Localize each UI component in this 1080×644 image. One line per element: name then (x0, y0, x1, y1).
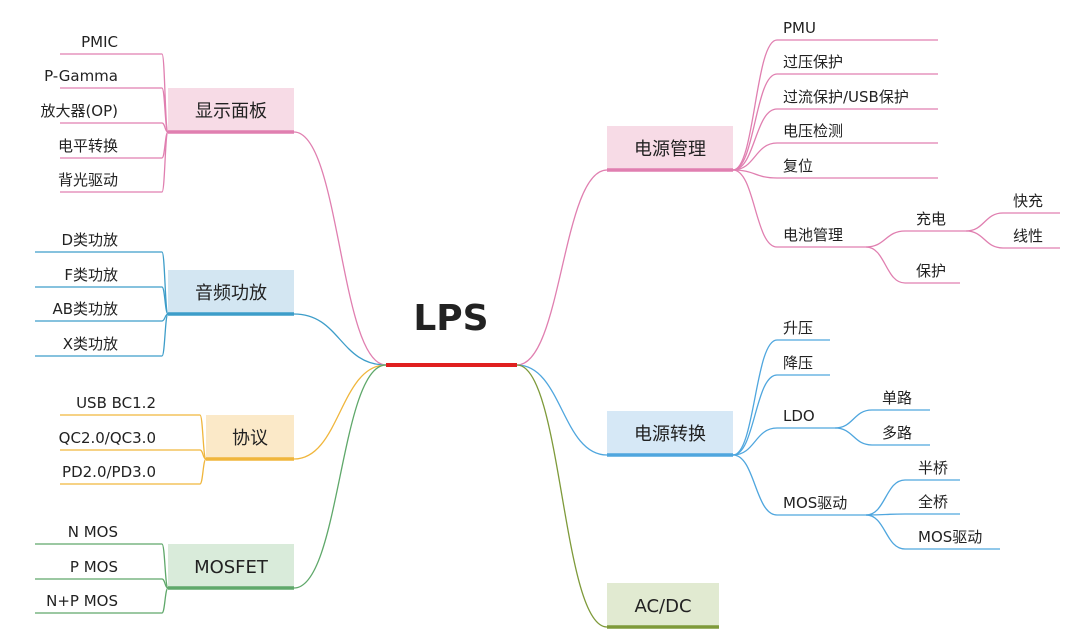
leaf-mos-drive-1: 全桥 (918, 493, 948, 511)
leaf-mos-drive-2: MOS驱动 (918, 528, 982, 546)
connector-power-mgmt-1 (732, 73, 778, 171)
branch-label-audio: 音频功放 (195, 283, 267, 304)
branch-box-power-mgmt (607, 126, 733, 170)
connector-root-acdc (516, 364, 608, 628)
branch-acdc[interactable]: AC/DC (607, 583, 719, 629)
connector-protocol-2 (199, 458, 207, 485)
leaf-power-mgmt-1: 过压保护 (783, 53, 843, 71)
branch-mosfet[interactable]: MOSFET (168, 544, 294, 590)
leaf-ldo: LDO (783, 407, 815, 425)
connector-protocol-0 (199, 414, 207, 460)
connector-display-0 (161, 53, 169, 133)
leaf-battery-mgmt: 电池管理 (783, 226, 843, 244)
connector-root-display (293, 131, 387, 366)
branch-label-acdc: AC/DC (634, 596, 691, 617)
branch-box-power-conv (607, 411, 733, 455)
connector-power-mgmt-3 (732, 142, 778, 171)
leaf-power-conv-0: 升压 (783, 319, 813, 337)
leaf-audio-1: F类功放 (64, 266, 118, 284)
leaf-audio-2: AB类功放 (52, 300, 118, 318)
branch-protocol[interactable]: 协议 (206, 415, 294, 461)
leaf-audio-3: X类功放 (63, 335, 118, 353)
leaf-power-mgmt-3: 电压检测 (783, 122, 843, 140)
connector-ldo-0 (834, 409, 873, 429)
leaf-power-mgmt-2: 过流保护/USB保护 (783, 88, 909, 106)
connector-mosfet-0 (161, 543, 169, 589)
connector-charge-1 (965, 230, 1004, 249)
connector-charge-0 (965, 212, 1004, 232)
branch-box-mosfet (168, 544, 294, 588)
leaf-display-4: 背光驱动 (58, 171, 118, 189)
leaf-display-0: PMIC (81, 33, 118, 51)
leaf-display-2: 放大器(OP) (40, 102, 118, 120)
connector-power-conv-1 (732, 374, 778, 456)
leaf-charge-1: 线性 (1013, 227, 1043, 245)
connector-root-protocol (293, 364, 387, 460)
branch-power-conv[interactable]: 电源转换 (607, 411, 733, 457)
branch-box-protocol (206, 415, 294, 459)
leaf-ldo-1: 多路 (882, 424, 912, 442)
connector-power-mgmt-5 (732, 169, 778, 248)
leaf-power-mgmt-4: 复位 (783, 157, 813, 175)
connector-ldo (732, 427, 778, 456)
leaf-protocol-2: PD2.0/PD3.0 (62, 463, 156, 481)
connector-charge (865, 230, 906, 248)
connector-display-4 (161, 131, 169, 193)
branch-label-power-mgmt: 电源管理 (634, 139, 706, 160)
leaf-mos-drive: MOS驱动 (783, 494, 847, 512)
connector-power-mgmt-4 (732, 169, 778, 179)
branch-box-display (168, 88, 294, 132)
branch-label-display: 显示面板 (195, 101, 267, 122)
connector-power-conv-0 (732, 339, 778, 456)
leaf-audio-0: D类功放 (61, 231, 118, 249)
leaf-mosfet-0: N MOS (68, 523, 118, 541)
root-title: LPS (413, 298, 488, 339)
leaf-display-3: 电平转换 (58, 137, 118, 155)
branch-box-audio (168, 270, 294, 314)
connector-protect (865, 246, 906, 284)
branch-box-acdc (607, 583, 719, 627)
branch-display[interactable]: 显示面板 (168, 88, 294, 134)
connector-audio-3 (161, 313, 169, 357)
branch-label-mosfet: MOSFET (194, 557, 269, 578)
leaf-protocol-0: USB BC1.2 (76, 394, 156, 412)
connector-power-mgmt-2 (732, 108, 778, 171)
leaf-ldo-0: 单路 (882, 389, 912, 407)
leaf-power-conv-1: 降压 (783, 354, 813, 372)
connector-root-mosfet (293, 364, 387, 589)
connector-audio-1 (161, 286, 169, 315)
branch-label-protocol: 协议 (232, 428, 268, 449)
connector-root-power-conv (516, 364, 608, 456)
connector-display-1 (161, 87, 169, 133)
connector-mos-drive-2 (865, 514, 906, 550)
leaf-power-mgmt-0: PMU (783, 19, 816, 37)
branch-audio[interactable]: 音频功放 (168, 270, 294, 316)
connector-mos-drive-0 (865, 479, 906, 516)
leaf-mos-drive-0: 半桥 (918, 459, 948, 477)
branch-power-mgmt[interactable]: 电源管理 (607, 126, 733, 172)
leaf-charge: 充电 (916, 210, 946, 228)
connector-ldo-1 (834, 427, 873, 446)
branch-label-power-conv: 电源转换 (634, 424, 706, 445)
connector-root-power-mgmt (516, 169, 608, 366)
leaf-mosfet-1: P MOS (70, 558, 118, 576)
leaf-protocol-1: QC2.0/QC3.0 (59, 429, 156, 447)
leaf-display-1: P-Gamma (44, 67, 118, 85)
connector-power-mgmt-0 (732, 39, 778, 171)
leaf-protect: 保护 (916, 262, 946, 280)
connector-root-audio (293, 313, 387, 366)
leaf-mosfet-2: N+P MOS (46, 592, 118, 610)
leaf-charge-0: 快充 (1013, 192, 1043, 210)
connector-mosfet-2 (161, 587, 169, 614)
connector-mos-drive (732, 454, 778, 516)
